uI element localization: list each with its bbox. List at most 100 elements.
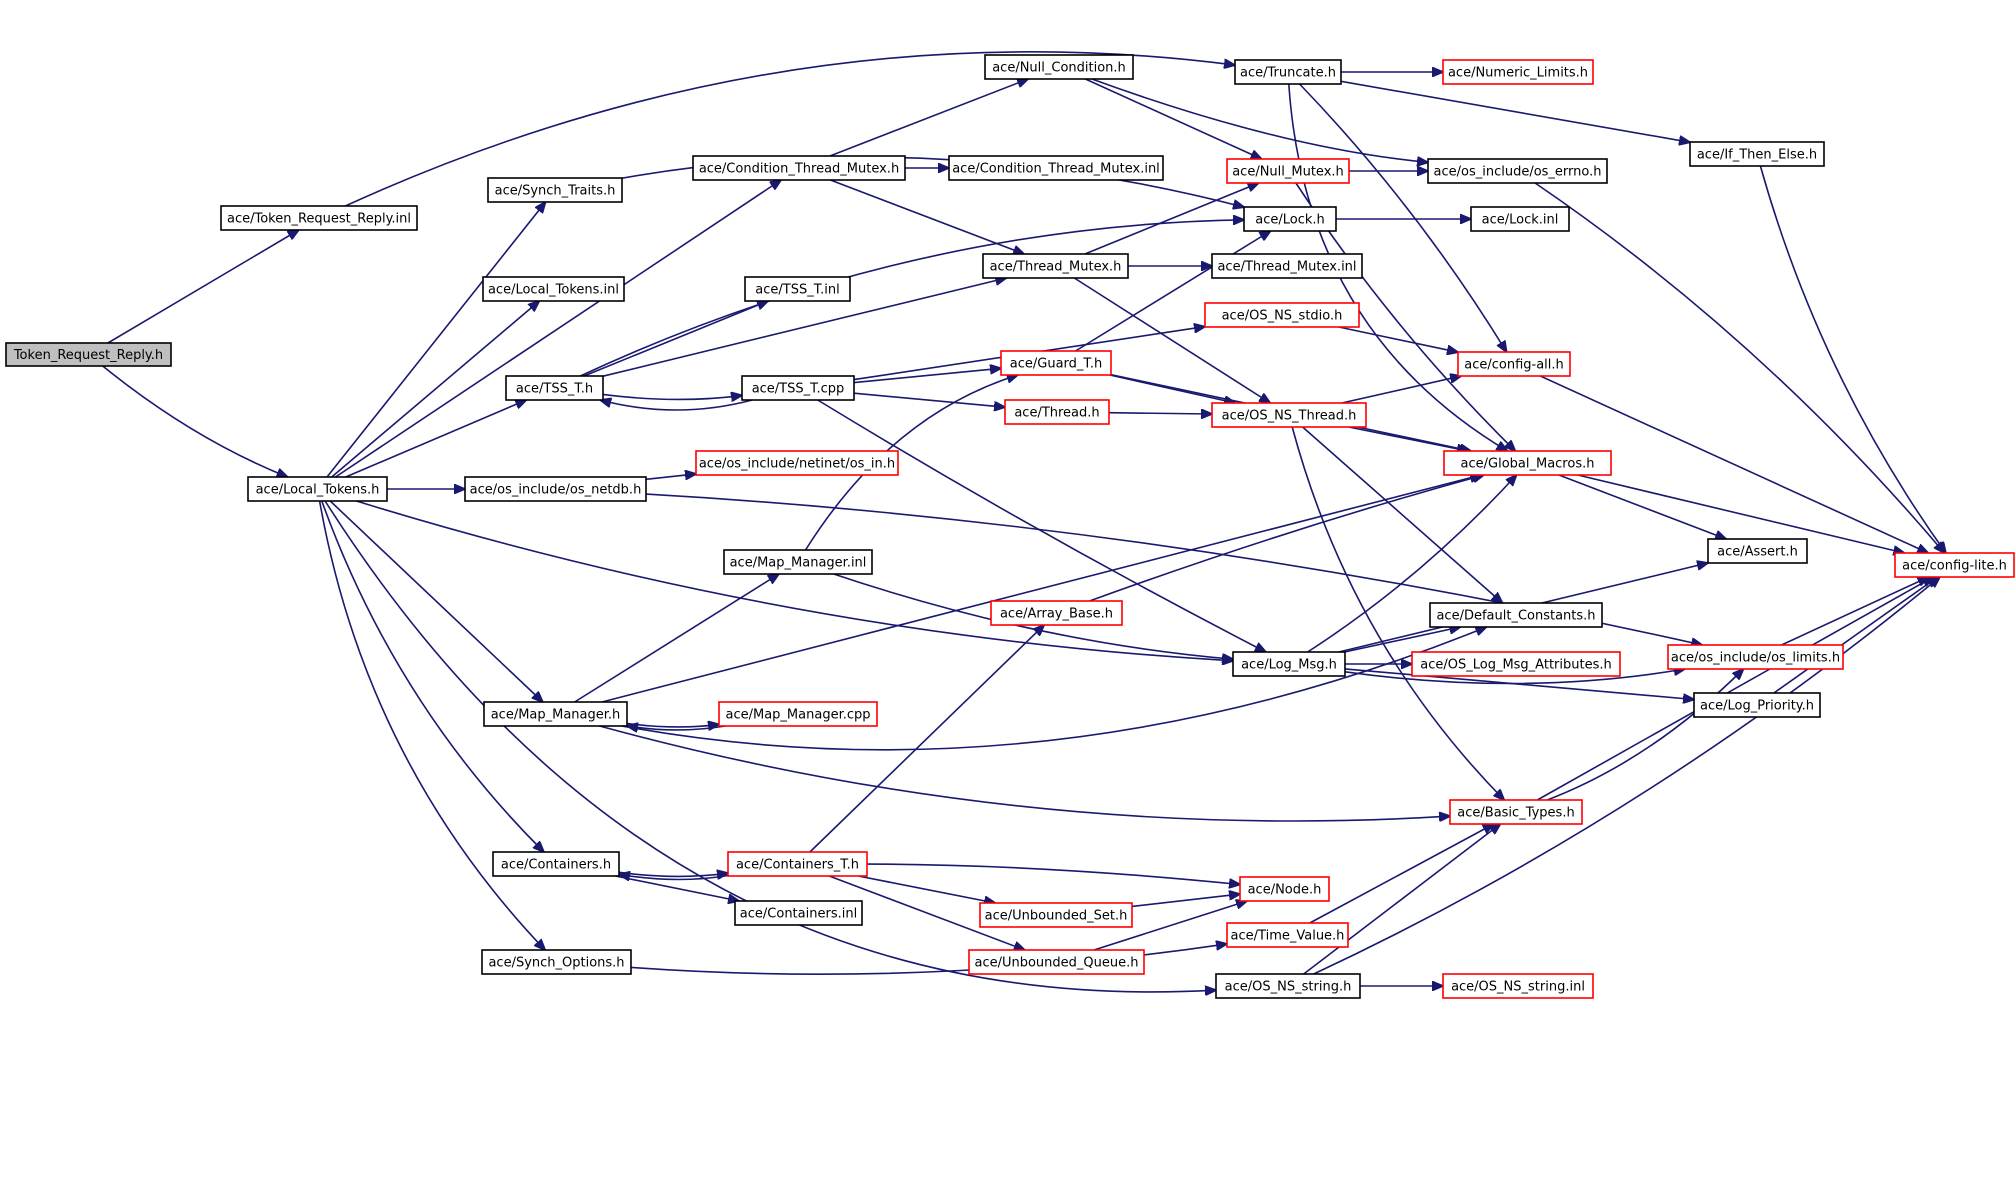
node-time-value[interactable]: ace/Time_Value.h (1226, 922, 1349, 948)
edge-local_tokens_h-to-tss_h (345, 400, 527, 478)
node-ctm-h[interactable]: ace/Condition_Thread_Mutex.h (692, 155, 906, 181)
edge-map_manager_h-to-map_manager_inl (574, 574, 779, 703)
node-log-msg[interactable]: ace/Log_Msg.h (1232, 651, 1346, 677)
node-box (1243, 206, 1337, 232)
node-box (979, 902, 1133, 928)
node-box (1427, 158, 1608, 184)
node-label: ace/Local_Tokens.inl (488, 283, 619, 298)
node-tss-h[interactable]: ace/TSS_T.h (505, 375, 604, 401)
node-os-netdb[interactable]: ace/os_include/os_netdb.h (464, 476, 647, 502)
node-local-tokens-inl[interactable]: ace/Local_Tokens.inl (482, 276, 625, 302)
edge-tss_h-to-tss_cpp (602, 394, 742, 399)
node-box (482, 276, 625, 302)
node-label: ace/Map_Manager.h (491, 708, 621, 723)
node-node-h[interactable]: ace/Node.h (1239, 876, 1330, 902)
node-box (1000, 350, 1112, 376)
node-default-constants[interactable]: ace/Default_Constants.h (1429, 602, 1603, 628)
node-os-ns-string-inl[interactable]: ace/OS_NS_string.inl (1442, 973, 1594, 999)
node-tss-inl[interactable]: ace/TSS_T.inl (744, 276, 851, 302)
node-guard-t[interactable]: ace/Guard_T.h (1000, 350, 1112, 376)
edge-map_manager_h-to-default_constants (621, 627, 1487, 751)
node-os-ns-stdio[interactable]: ace/OS_NS_stdio.h (1204, 302, 1360, 328)
node-label: ace/os_include/os_netdb.h (470, 483, 642, 498)
node-thread-mutex-h[interactable]: ace/Thread_Mutex.h (982, 253, 1129, 279)
node-log-msg-attr[interactable]: ace/OS_Log_Msg_Attributes.h (1411, 651, 1621, 677)
node-os-ns-thread[interactable]: ace/OS_NS_Thread.h (1211, 402, 1367, 428)
node-lock-inl[interactable]: ace/Lock.inl (1470, 206, 1570, 232)
node-synch-traits[interactable]: ace/Synch_Traits.h (487, 177, 623, 203)
edge-global_macros-to-assert_h (1558, 474, 1726, 539)
node-ctm-inl[interactable]: ace/Condition_Thread_Mutex.inl (948, 155, 1164, 181)
edge-local_tokens_h-to-log_msg (356, 500, 1233, 661)
node-box (744, 276, 851, 302)
node-box (1457, 351, 1571, 377)
node-containers-h[interactable]: ace/Containers.h (492, 851, 620, 877)
edge-global_macros-to-config_lite (1577, 474, 1905, 553)
node-box (1004, 399, 1110, 425)
node-trr-inl[interactable]: ace/Token_Request_Reply.inl (220, 205, 418, 231)
node-local-tokens-h[interactable]: ace/Local_Tokens.h (247, 476, 388, 502)
node-null-condition[interactable]: ace/Null_Condition.h (984, 54, 1134, 80)
edge-os_ns_thread-to-default_constants (1302, 426, 1503, 603)
node-label: ace/Map_Manager.inl (730, 556, 867, 571)
root-node: Token_Request_Reply.h (5, 342, 172, 367)
node-thread-mutex-inl[interactable]: ace/Thread_Mutex.inl (1211, 253, 1363, 279)
node-numeric-limits[interactable]: ace/Numeric_Limits.h (1442, 59, 1594, 85)
node-log-priority[interactable]: ace/Log_Priority.h (1693, 692, 1821, 718)
node-unbounded-set[interactable]: ace/Unbounded_Set.h (979, 902, 1133, 928)
node-label: ace/Unbounded_Queue.h (974, 956, 1138, 971)
node-config-all[interactable]: ace/config-all.h (1457, 351, 1571, 377)
node-label: ace/Map_Manager.cpp (726, 708, 871, 723)
node-box (220, 205, 418, 231)
node-label: ace/Containers.inl (740, 907, 857, 922)
node-os-limits[interactable]: ace/os_include/os_limits.h (1667, 644, 1844, 670)
node-box (1215, 973, 1361, 999)
node-array-base[interactable]: ace/Array_Base.h (990, 600, 1123, 626)
node-synch-options[interactable]: ace/Synch_Options.h (481, 949, 632, 975)
edge-trr_inl-to-truncate (344, 51, 1235, 207)
node-if-then-else[interactable]: ace/If_Then_Else.h (1689, 141, 1825, 167)
node-box (1470, 206, 1570, 232)
node-map-manager-inl[interactable]: ace/Map_Manager.inl (723, 549, 873, 575)
node-box (483, 701, 628, 727)
edge-tss_cpp-to-thread_h (853, 392, 1005, 407)
node-null-mutex[interactable]: ace/Null_Mutex.h (1226, 158, 1350, 184)
node-box (1239, 876, 1330, 902)
edge-tss_cpp-to-guard_t (853, 368, 1001, 384)
node-global-macros[interactable]: ace/Global_Macros.h (1443, 450, 1612, 476)
node-tss-cpp[interactable]: ace/TSS_T.cpp (741, 375, 855, 401)
node-map-manager-cpp[interactable]: ace/Map_Manager.cpp (718, 701, 878, 727)
node-label: ace/Basic_Types.h (1457, 806, 1574, 821)
node-box (1411, 651, 1621, 677)
edge-guard_t-to-lock_h (1075, 231, 1271, 352)
edge-map_manager_inl-to-guard_t (804, 375, 1018, 551)
node-thread-h[interactable]: ace/Thread.h (1004, 399, 1110, 425)
node-unbounded-queue[interactable]: ace/Unbounded_Queue.h (968, 949, 1145, 975)
node-assert-h[interactable]: ace/Assert.h (1707, 538, 1808, 564)
edge-os_ns_string_h-to-config_lite (1313, 577, 1940, 975)
edge-ctm_h-to-null_condition (829, 79, 1028, 157)
node-lock-h[interactable]: ace/Lock.h (1243, 206, 1337, 232)
edge-os_ns_thread-to-global_macros (1348, 426, 1468, 451)
node-box (481, 949, 632, 975)
node-os-errno[interactable]: ace/os_include/os_errno.h (1427, 158, 1608, 184)
node-label: ace/OS_NS_stdio.h (1222, 309, 1343, 324)
node-containers-inl[interactable]: ace/Containers.inl (734, 900, 863, 926)
node-config-lite[interactable]: ace/config-lite.h (1894, 552, 2015, 578)
node-label: ace/Synch_Traits.h (495, 184, 616, 199)
node-basic-types[interactable]: ace/Basic_Types.h (1449, 799, 1583, 825)
edge-local_tokens_h-to-map_manager_h (329, 500, 543, 702)
edge-os_ns_thread-to-config_all (1341, 376, 1461, 404)
edge-root-to-local_tokens_h (102, 365, 288, 477)
node-map-manager-h[interactable]: ace/Map_Manager.h (483, 701, 628, 727)
edge-map_manager_h-to-map_manager_cpp (626, 723, 719, 727)
node-os-in[interactable]: ace/os_include/netinet/os_in.h (695, 450, 899, 476)
node-box (734, 900, 863, 926)
nodes-layer: Token_Request_Reply.h ace/Token_Request_R… (5, 54, 2015, 999)
edge-truncate-to-config_all (1299, 83, 1507, 352)
node-os-ns-string-h[interactable]: ace/OS_NS_string.h (1215, 973, 1361, 999)
node-box (1442, 973, 1594, 999)
node-containers-t[interactable]: ace/Containers_T.h (727, 851, 868, 877)
node-label: ace/If_Then_Else.h (1697, 148, 1817, 163)
node-truncate[interactable]: ace/Truncate.h (1234, 59, 1342, 85)
